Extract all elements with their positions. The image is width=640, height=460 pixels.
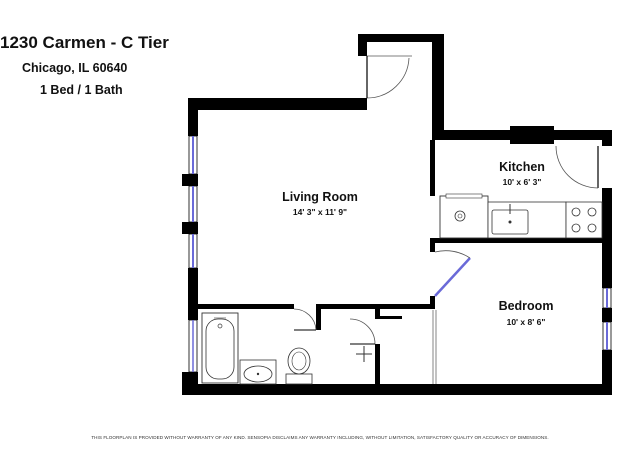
plan-city: Chicago, IL 60640 (22, 61, 128, 75)
wall-segment (435, 238, 605, 243)
wall-segment (188, 98, 367, 110)
door-swing-icon (293, 55, 599, 384)
wall-segment (188, 268, 198, 320)
toilet-icon (285, 347, 313, 385)
kitchen-size: 10' x 6' 3" (503, 177, 542, 187)
refrigerator-icon (439, 193, 489, 239)
wall-segment (188, 384, 612, 395)
wall-segment (316, 304, 321, 330)
wall-segment (182, 372, 198, 395)
exterior-walls (182, 34, 612, 395)
wall-segment (188, 98, 198, 136)
wall-segment (432, 34, 444, 138)
wall-segment (182, 222, 198, 234)
wall-segment (602, 130, 612, 146)
living-room-size: 14' 3" x 11' 9" (293, 207, 347, 217)
wall-segment (198, 304, 294, 309)
wall-segment (602, 308, 612, 322)
wall-segment (430, 296, 435, 306)
wall-segment (316, 304, 435, 309)
plan-beds-baths: 1 Bed / 1 Bath (40, 83, 123, 97)
bathtub-icon (201, 312, 239, 384)
wall-segment (430, 140, 435, 196)
wall-segment (358, 34, 367, 56)
kitchen-name: Kitchen (499, 160, 545, 174)
wall-segment (602, 188, 612, 288)
living-room-name: Living Room (282, 190, 358, 204)
wall-segment (375, 309, 380, 319)
interior-walls (198, 140, 605, 384)
bedroom-name: Bedroom (499, 299, 554, 313)
wall-segment (380, 316, 402, 319)
wall-segment (375, 344, 380, 384)
shower-icon (356, 346, 372, 362)
kitchen-vent (510, 126, 554, 144)
window-icon (188, 135, 198, 373)
wall-segment (358, 34, 444, 42)
disclaimer-text: THIS FLOORPLAN IS PROVIDED WITHOUT WARRA… (91, 435, 549, 440)
plan-title: 1230 Carmen - C Tier (0, 33, 169, 52)
stove-icon (565, 201, 603, 239)
sink-icon (487, 201, 567, 239)
wall-segment (602, 350, 612, 395)
wall-segment (430, 238, 435, 252)
bedroom-size: 10' x 8' 6" (507, 317, 546, 327)
sink-icon (239, 359, 277, 385)
wall-segment (182, 174, 198, 186)
window-icon (602, 287, 612, 351)
